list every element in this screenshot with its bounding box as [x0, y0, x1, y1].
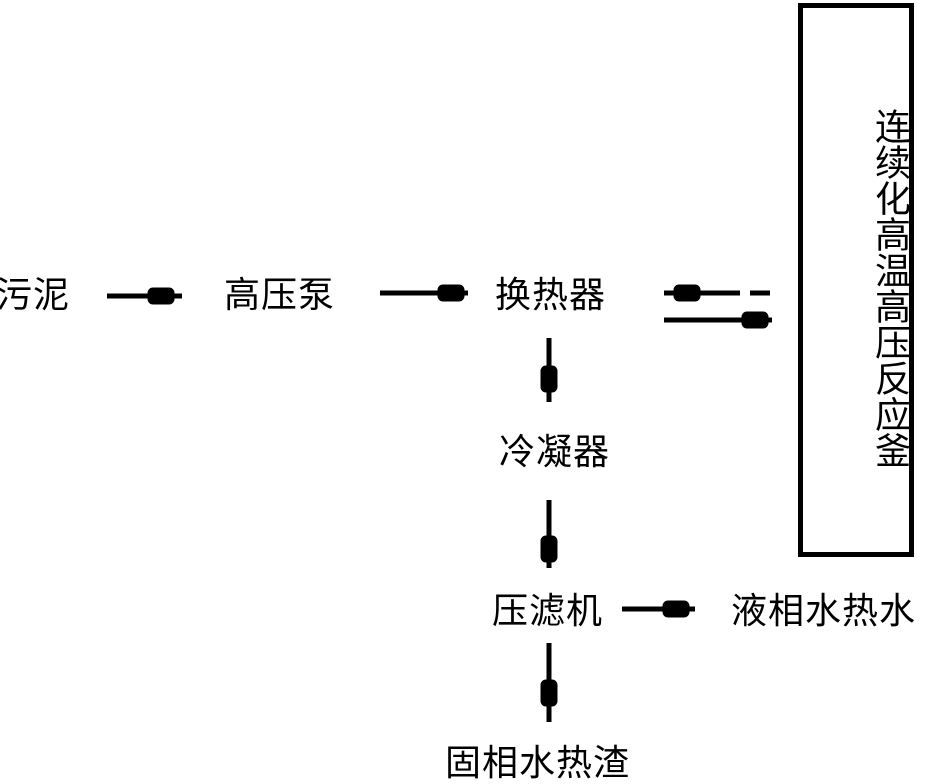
node-filter-press: 压滤机	[492, 591, 604, 632]
reactor-label-text: 连续化高温高压反应釜	[869, 108, 910, 468]
arrowhead-hx-to-condenser	[540, 365, 558, 393]
arrowhead-press-to-solid	[540, 679, 558, 707]
node-high-pressure-pump: 高压泵	[224, 275, 336, 316]
node-dot-hx-reactor	[673, 284, 701, 302]
arrowhead-press-to-liquid	[662, 600, 690, 618]
arrowhead-sludge-to-pump	[147, 287, 175, 305]
reactor-box: 连续化高温高压反应釜	[798, 3, 914, 557]
node-liquid-product: 液相水热水	[731, 591, 917, 632]
arrowhead-pump-to-hx	[437, 284, 465, 302]
node-heat-exchanger: 换热器	[495, 275, 607, 316]
arrowhead-condenser-to-press	[540, 535, 558, 563]
node-solid-product: 固相水热渣	[445, 743, 631, 784]
reactor-label: 连续化高温高压反应釜	[803, 108, 910, 468]
node-condenser: 冷凝器	[499, 432, 611, 473]
arrowhead-reactor-to-hx	[741, 311, 769, 329]
node-sludge: 污泥	[0, 275, 71, 316]
